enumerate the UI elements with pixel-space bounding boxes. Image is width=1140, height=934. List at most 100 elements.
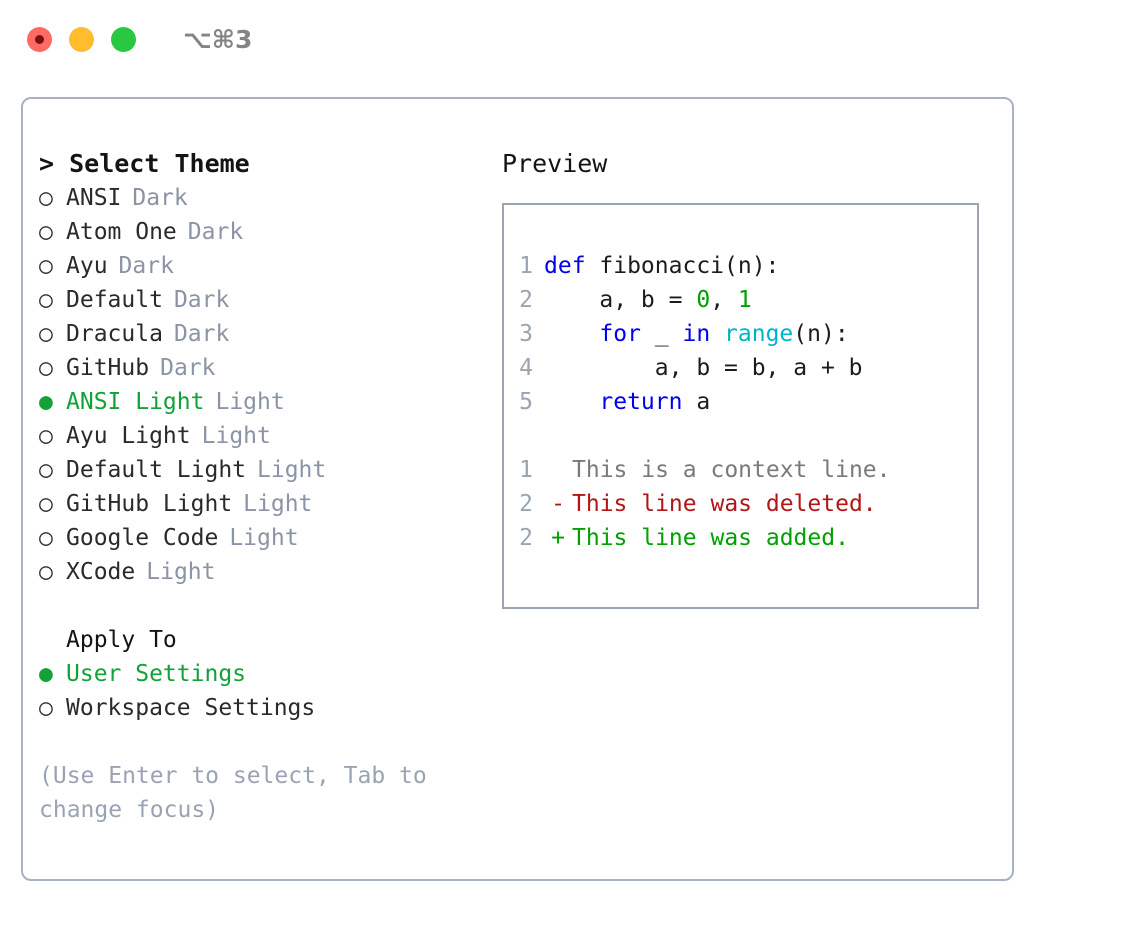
line-number: 4 — [519, 355, 533, 381]
code-line: 2 a, b = 0, 1 — [516, 283, 977, 317]
code-token-plain: , — [710, 287, 738, 313]
code-token-kw: for — [599, 321, 641, 347]
code-token-plain: a, b = b, a + b — [544, 355, 863, 381]
theme-option-ayu-light[interactable]: ○ Ayu Light Light — [39, 419, 499, 453]
radio-unselected-icon: ○ — [39, 253, 53, 279]
line-number: 3 — [519, 321, 533, 347]
code-token-kw: in — [682, 321, 711, 347]
theme-option-variant: Light — [215, 389, 285, 415]
theme-option-name: Ayu Light — [66, 423, 191, 449]
diff-line: 1 This is a context line. — [516, 453, 977, 487]
line-number: 5 — [519, 389, 533, 415]
code-token-plain: (n): — [793, 321, 849, 347]
radio-unselected-icon: ○ — [39, 457, 53, 483]
code-line: 3 for _ in range(n): — [516, 317, 977, 351]
theme-option-variant: Dark — [132, 185, 188, 211]
theme-option-variant: Dark — [187, 219, 244, 245]
radio-selected-icon: ● — [39, 389, 53, 415]
code-text: a, b = b, a + b — [544, 351, 863, 385]
theme-option-ansi-light[interactable]: ● ANSI Light Light — [39, 385, 499, 419]
theme-option-variant: Dark — [160, 355, 216, 381]
radio-unselected-icon: ○ — [39, 185, 53, 211]
diff-line: 2 + This line was added. — [516, 521, 977, 555]
radio-selected-icon: ● — [39, 661, 53, 687]
diff-text: This line was added. — [572, 525, 849, 551]
window-controls — [27, 26, 136, 52]
radio-unselected-icon: ○ — [39, 559, 53, 585]
theme-option-variant: Light — [229, 525, 299, 551]
theme-option-xcode[interactable]: ○ XCode Light — [39, 555, 499, 589]
maximize-button[interactable] — [111, 26, 136, 52]
code-text: def fibonacci(n): — [544, 249, 779, 283]
theme-option-variant: Light — [146, 559, 216, 585]
radio-unselected-icon: ○ — [39, 423, 53, 449]
diff-marker: + — [551, 525, 565, 551]
radio-unselected-icon: ○ — [39, 287, 53, 313]
diff-line: 2-This line was deleted. — [516, 487, 977, 521]
code-token-kw: def — [544, 253, 600, 279]
code-token-fn: range — [724, 321, 794, 347]
preview-title: Preview — [502, 149, 608, 178]
apply-to-section: Apply To ●User Settings ○ Workspace Settin… — [39, 623, 499, 725]
theme-option-name: ANSI Light — [66, 389, 205, 415]
code-token-num: 0 — [696, 287, 711, 313]
theme-option-name: Default Light — [66, 457, 247, 483]
theme-option-variant: Light — [201, 423, 271, 449]
close-button[interactable] — [27, 26, 52, 52]
apply-to-option-user-settings[interactable]: ●User Settings — [39, 657, 499, 691]
code-token-plain — [710, 321, 724, 347]
theme-option-dracula[interactable]: ○ Dracula Dark — [39, 317, 499, 351]
code-text: return a — [544, 385, 710, 419]
apply-to-header: Apply To — [66, 627, 177, 653]
theme-option-github[interactable]: ○ GitHub Dark — [39, 351, 499, 385]
line-number: 1 — [519, 253, 533, 279]
diff-marker — [544, 453, 572, 487]
line-number: 1 — [519, 457, 533, 483]
theme-option-ansi[interactable]: ○ ANSI Dark — [39, 181, 499, 215]
code-token-plain: fibonacci(n): — [599, 253, 780, 279]
diff-marker: - — [551, 491, 565, 517]
radio-unselected-icon: ○ — [39, 355, 53, 381]
radio-unselected-icon: ○ — [39, 525, 53, 551]
apply-to-option-list: ●User Settings ○ Workspace Settings — [39, 657, 499, 725]
code-token-num: 1 — [737, 287, 752, 313]
radio-unselected-icon: ○ — [39, 491, 53, 517]
radio-unselected-icon: ○ — [39, 219, 53, 245]
radio-unselected-icon: ○ — [39, 321, 53, 347]
code-line: 5 return a — [516, 385, 977, 419]
code-token-plain: _ — [640, 321, 683, 347]
line-number: 2 — [519, 525, 533, 551]
theme-option-name: Dracula — [66, 321, 163, 347]
line-number: 2 — [519, 287, 533, 313]
code-token-plain: a — [682, 389, 711, 415]
diff-text: This is a context line. — [572, 457, 891, 483]
shortcut-label: ⌥⌘3 — [183, 24, 253, 54]
keyboard-hint-text: (Use Enter to select, Tab to change focu… — [39, 763, 427, 823]
theme-option-name: XCode — [66, 559, 136, 585]
apply-to-option-name: Workspace Settings — [66, 695, 316, 721]
theme-option-name: GitHub Light — [66, 491, 233, 517]
theme-option-name: ANSI — [66, 185, 122, 211]
theme-option-name: GitHub — [66, 355, 150, 381]
theme-option-variant: Dark — [173, 287, 230, 313]
apply-to-option-workspace-settings[interactable]: ○ Workspace Settings — [39, 691, 499, 725]
minimize-button[interactable] — [69, 26, 94, 52]
radio-unselected-icon: ○ — [39, 695, 53, 721]
code-token-plain — [544, 389, 599, 415]
theme-picker-header: > Select Theme — [39, 149, 250, 178]
theme-option-variant: Dark — [173, 321, 230, 347]
theme-option-variant: Dark — [118, 253, 174, 279]
